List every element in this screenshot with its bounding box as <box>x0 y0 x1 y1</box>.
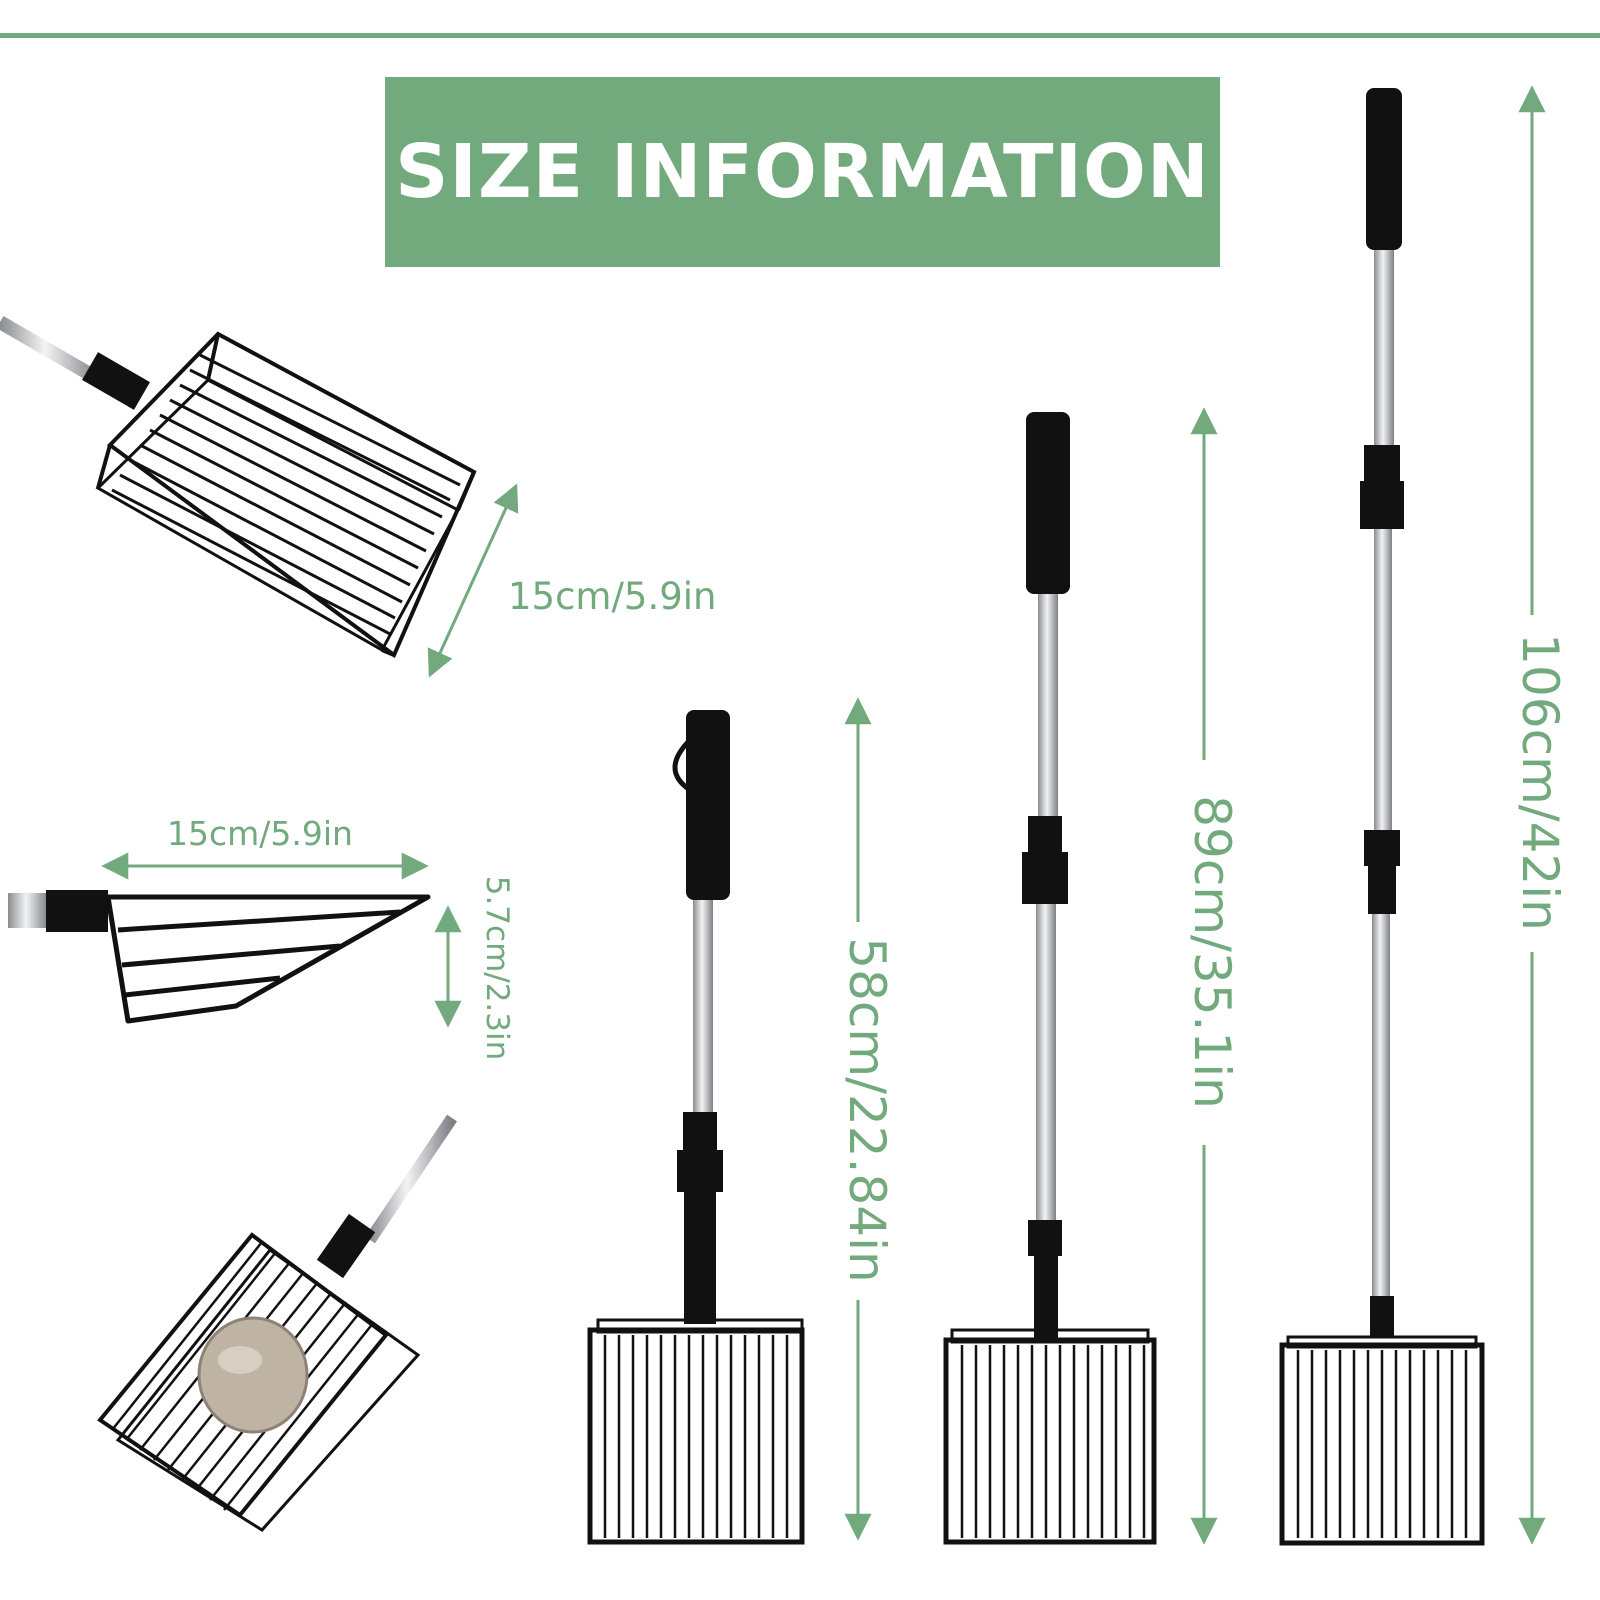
label-scoop-width-side: 15cm/5.9in <box>167 814 353 853</box>
scoop-view-side <box>8 890 431 1024</box>
size-information-banner: SIZE INFORMATION <box>385 77 1220 267</box>
scoop-long <box>1279 88 1485 1546</box>
top-divider <box>0 33 1600 38</box>
label-scoop-width-top: 15cm/5.9in <box>508 575 717 618</box>
scoop-medium <box>943 412 1157 1545</box>
scoop-view-top <box>0 315 477 659</box>
arrow-scoop-width-top <box>427 483 519 678</box>
scoop-view-angled <box>97 1114 457 1532</box>
label-length-long: 106cm/42in <box>1511 633 1569 931</box>
label-scoop-depth: 5.7cm/2.3in <box>479 875 515 1061</box>
label-length-medium: 89cm/35.1in <box>1183 795 1241 1109</box>
banner-title: SIZE INFORMATION <box>395 129 1210 215</box>
label-length-short: 58cm/22.84in <box>838 937 896 1283</box>
scoop-short <box>587 710 805 1545</box>
